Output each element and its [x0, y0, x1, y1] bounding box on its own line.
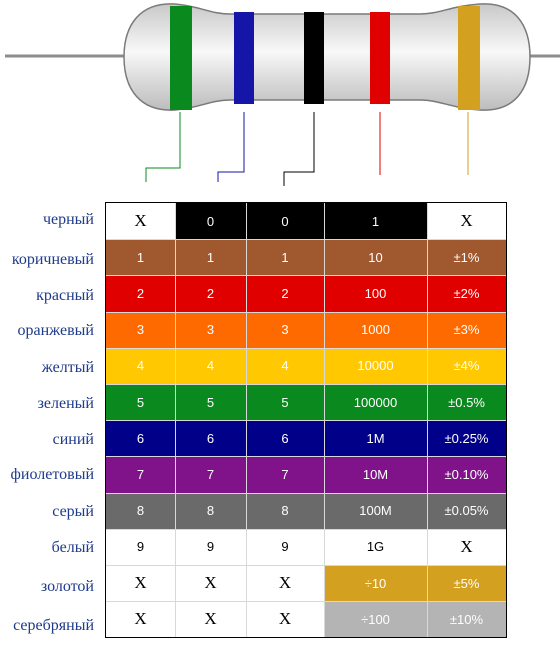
table-cell: 100000 — [324, 384, 427, 421]
grid-line-horizontal — [106, 420, 506, 422]
table-cell: 5 — [246, 384, 324, 421]
table-cell: 7 — [106, 456, 175, 493]
table-cell: 3 — [106, 311, 175, 348]
grid-line-horizontal — [106, 384, 506, 385]
table-cell: ±0.25% — [427, 420, 506, 457]
band-pointer-line — [283, 112, 315, 186]
table-cell: X — [246, 565, 324, 602]
table-cell: 4 — [246, 347, 324, 384]
table-cell: 8 — [175, 492, 246, 529]
grid-line-horizontal — [106, 311, 506, 313]
table-cell: 1 — [106, 239, 175, 276]
resistor-band-3-black — [304, 12, 324, 104]
table-cell: 10M — [324, 456, 427, 493]
grid-line-vertical — [427, 203, 428, 638]
grid-line-horizontal — [106, 239, 506, 241]
resistor-band-5-gold — [458, 6, 480, 110]
table-border — [105, 202, 507, 639]
table-cell: ±3% — [427, 311, 506, 348]
table-cell: 5 — [175, 384, 246, 421]
band-pointer-line — [145, 112, 181, 182]
table-cell: 0 — [175, 203, 246, 240]
table-cell: 6 — [106, 420, 175, 457]
row-label: серебряный — [13, 617, 94, 634]
table-cell: 100M — [324, 492, 427, 529]
table-cell: 4 — [175, 347, 246, 384]
row-label: красный — [36, 287, 94, 304]
table-cell: 1M — [324, 420, 427, 457]
table-cell: 10000 — [324, 347, 427, 384]
resistor-band-1-green — [170, 6, 192, 110]
grid-line-horizontal — [106, 347, 506, 349]
table-cell: ±0.10% — [427, 456, 506, 493]
table-cell: X — [106, 601, 175, 638]
grid-line-horizontal — [106, 492, 506, 494]
row-label: серый — [52, 503, 94, 520]
grid-line-vertical — [175, 203, 176, 638]
resistor-diagram — [5, 3, 560, 186]
table-cell: 7 — [246, 456, 324, 493]
grid-line-vertical — [324, 203, 325, 638]
table-cell: ±10% — [427, 601, 506, 638]
row-label: желтый — [41, 359, 94, 376]
row-label: фиолетовый — [10, 466, 94, 483]
table-cell: X — [246, 601, 324, 638]
table-cell: 1000 — [324, 311, 427, 348]
row-label: коричневый — [11, 251, 94, 268]
row-label: оранжевый — [17, 322, 94, 339]
grid-line-horizontal — [106, 601, 506, 603]
table-cell: X — [106, 565, 175, 602]
table-cell: X — [427, 528, 506, 565]
table-cell: 1 — [324, 203, 427, 240]
table-cell: 0 — [246, 203, 324, 240]
table-cell: 10 — [324, 239, 427, 276]
row-label: черный — [42, 211, 94, 228]
table-cell: 3 — [246, 311, 324, 348]
table-cell: ±1% — [427, 239, 506, 276]
table-cell: X — [175, 601, 246, 638]
grid-line-horizontal — [106, 275, 506, 277]
table-cell: 7 — [175, 456, 246, 493]
table-cell: 5 — [106, 384, 175, 421]
grid-line-horizontal — [106, 565, 506, 566]
table-cell: 6 — [246, 420, 324, 457]
table-cell: 8 — [246, 492, 324, 529]
resistor-band-4-red — [370, 12, 390, 104]
table-cell: ÷100 — [324, 601, 427, 638]
table-cell: 100 — [324, 275, 427, 312]
table-cell: 3 — [175, 311, 246, 348]
table-cell: 9 — [175, 528, 246, 565]
grid-line-vertical — [246, 203, 247, 638]
table-cell: 1G — [324, 528, 427, 565]
grid-line-horizontal — [106, 456, 506, 458]
table-cell: 1 — [175, 239, 246, 276]
band-pointer-line — [217, 112, 245, 182]
row-label: белый — [51, 539, 94, 556]
resistor-band-2-blue — [234, 12, 254, 104]
row-label: зеленый — [37, 395, 94, 412]
table-cell: ±2% — [427, 275, 506, 312]
table-cell: X — [106, 203, 175, 240]
table-cell: ÷10 — [324, 565, 427, 602]
row-label: золотой — [40, 578, 94, 595]
table-cell: ±4% — [427, 347, 506, 384]
table-cell: 2 — [246, 275, 324, 312]
table-cell: 6 — [175, 420, 246, 457]
table-cell: 1 — [246, 239, 324, 276]
table-cell: 9 — [106, 528, 175, 565]
table-cell: ±5% — [427, 565, 506, 602]
table-cell: 2 — [106, 275, 175, 312]
table-cell: ±0.05% — [427, 492, 506, 529]
table-cell: X — [427, 203, 506, 240]
grid-line-horizontal — [106, 528, 506, 530]
table-cell: 8 — [106, 492, 175, 529]
table-cell: ±0.5% — [427, 384, 506, 421]
table-cell: 4 — [106, 347, 175, 384]
row-label: синий — [52, 431, 94, 448]
table-cell: X — [175, 565, 246, 602]
table-cell: 2 — [175, 275, 246, 312]
table-cell: 9 — [246, 528, 324, 565]
